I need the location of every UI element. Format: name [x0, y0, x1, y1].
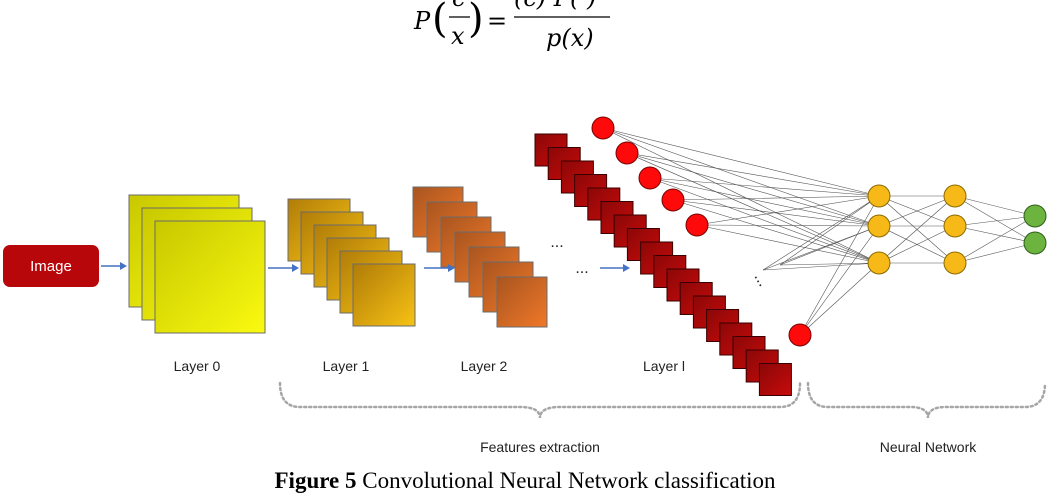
red-node [615, 141, 639, 165]
connection [696, 224, 880, 227]
red-node [591, 116, 615, 140]
ellipsis-lower: ... [575, 260, 588, 277]
connection [626, 152, 880, 264]
output-node [1023, 204, 1047, 228]
connection [762, 195, 880, 271]
layer-2-feature-maps [412, 186, 548, 328]
connection [696, 224, 880, 264]
hidden1-node [867, 184, 891, 208]
connection [762, 262, 880, 271]
nn-connections [602, 127, 1036, 336]
eq-lhs-paren-close: ) [468, 0, 484, 42]
connection [672, 199, 880, 227]
arrow-layer0-to-layer1-head [292, 264, 299, 272]
red-node [661, 188, 685, 212]
connection [626, 152, 880, 227]
connection [954, 195, 1036, 244]
connection [799, 262, 880, 336]
hidden2-node [943, 214, 967, 238]
layer-0-feature-maps [128, 194, 266, 334]
red-node [788, 323, 812, 347]
feature-map [352, 263, 416, 327]
eq-rhs-denominator: p(x) [546, 24, 594, 52]
connection [649, 177, 880, 227]
connection [954, 242, 1036, 264]
layer-0-label: Layer 0 [174, 358, 221, 374]
hidden2-node [943, 251, 967, 275]
connection [779, 225, 880, 266]
arrow-input-to-layer0-head [120, 262, 127, 270]
connection [779, 195, 880, 266]
connection [878, 225, 956, 264]
connection [602, 127, 880, 197]
feature-map [758, 363, 792, 396]
connection [954, 215, 1036, 227]
eq-lhs-numerator: c [452, 0, 465, 12]
connection [954, 215, 1036, 264]
eq-lhs-denominator: x [451, 22, 465, 50]
eq-rhs-numerator: (c) P( ) [514, 0, 596, 12]
fan-connections [762, 195, 880, 271]
hidden2-node [943, 184, 967, 208]
connection [878, 195, 956, 227]
bracket-neural [806, 381, 1047, 419]
caption-figure-number: Figure 5 [274, 468, 357, 493]
arrow-layer2-to-layerl-head [623, 264, 630, 272]
eq-equals: = [487, 7, 507, 35]
feature-map [496, 276, 548, 328]
connection [954, 225, 1036, 244]
connection [672, 199, 880, 264]
layer-3-feature-maps [534, 133, 792, 396]
equation: P ( c x ) = (c) P( ) p(x) [413, 0, 610, 52]
hidden1-node [867, 251, 891, 275]
connection [672, 195, 880, 201]
connection [649, 177, 880, 264]
layer-1-feature-maps [287, 198, 416, 327]
eq-lhs-paren-open: ( [432, 0, 448, 42]
feature-map [154, 220, 266, 334]
label-features-extraction: Features extraction [480, 439, 600, 455]
input-image-box [3, 245, 99, 287]
label-neural-network: Neural Network [880, 439, 977, 455]
caption-text: Convolutional Neural Network classificat… [356, 468, 776, 493]
eq-lhs-fn: P [413, 7, 431, 35]
red-node [685, 213, 709, 237]
input-image-label: Image [30, 258, 72, 275]
layer-2-label: Layer 2 [461, 358, 508, 374]
connection [779, 262, 880, 266]
connection [696, 195, 880, 226]
hidden1-node [867, 214, 891, 238]
figure-caption: Figure 5 Convolutional Neural Network cl… [0, 468, 1050, 494]
bracket-features [278, 381, 802, 419]
connection [954, 195, 1036, 217]
connection [602, 127, 880, 264]
connection [602, 127, 880, 227]
connection [878, 195, 956, 264]
ellipsis-nn: ... [751, 270, 772, 290]
connection [649, 177, 880, 197]
arrow-layer1-to-layer2-head [448, 264, 455, 272]
layer-1-label: Layer 1 [323, 358, 370, 374]
connection [799, 225, 880, 336]
layer-3-label: Layer l [643, 358, 685, 374]
output-node [1023, 231, 1047, 255]
ellipsis-upper: ... [550, 234, 563, 251]
connection [626, 152, 880, 197]
red-node [638, 166, 662, 190]
